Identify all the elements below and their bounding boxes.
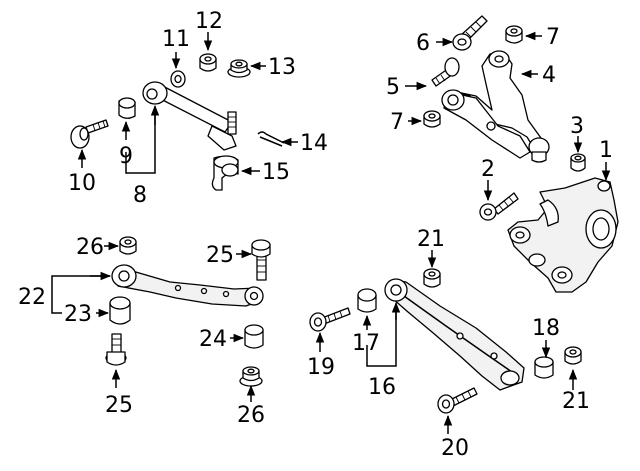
bushing-24-part — [244, 324, 264, 349]
bolt-5-part — [431, 57, 460, 87]
bushing-23-part — [109, 296, 131, 325]
callout-10: 10 — [68, 171, 96, 196]
callout-8: 8 — [133, 183, 147, 208]
callout-19: 19 — [307, 355, 335, 380]
callout-26-lower: 26 — [237, 403, 265, 428]
knuckle-part — [507, 177, 619, 293]
callout-11: 11 — [162, 27, 190, 52]
callout-2: 2 — [481, 157, 495, 182]
lateral-link-part — [142, 81, 237, 151]
nut-21a-part — [423, 268, 441, 288]
bolt-25a-part — [105, 333, 127, 366]
washer-11-part — [170, 70, 186, 88]
callout-3: 3 — [570, 114, 584, 139]
bushing-18-part — [534, 356, 554, 379]
callout-21-left: 21 — [417, 227, 445, 252]
callout-20: 20 — [441, 436, 469, 461]
clip-15-part — [211, 155, 239, 191]
lower-control-arm-part — [384, 278, 525, 391]
upper-control-arm-part — [441, 50, 550, 163]
callout-16: 16 — [368, 375, 396, 400]
callout-1: 1 — [599, 138, 613, 163]
callout-21-right: 21 — [562, 389, 590, 414]
nut-26a-part — [119, 236, 137, 255]
callout-4: 4 — [542, 63, 556, 88]
bushing-9-part — [118, 97, 136, 119]
nut-26b-part — [239, 366, 263, 387]
cotter-pin-14-part — [257, 131, 285, 147]
nut-12-part — [199, 53, 217, 72]
nut-7a-part — [505, 25, 523, 44]
bolt-6-part — [452, 15, 488, 51]
callout-23: 23 — [64, 302, 92, 327]
callout-15: 15 — [262, 160, 290, 185]
bolt-25b-part — [251, 239, 271, 281]
bushing-3-part — [570, 153, 586, 172]
bolt-2-part — [479, 192, 519, 221]
lower-link-22-part — [111, 264, 264, 307]
callout-14: 14 — [300, 131, 328, 156]
callout-13: 13 — [268, 55, 296, 80]
callout-6: 6 — [416, 31, 430, 56]
callout-25-lower: 25 — [105, 393, 133, 418]
callout-26-upper: 26 — [76, 235, 104, 260]
callout-18: 18 — [532, 316, 560, 341]
bolt-10-part — [70, 119, 109, 149]
callout-17: 17 — [352, 331, 380, 356]
bolt-19-part — [309, 307, 351, 332]
callout-12: 12 — [195, 9, 223, 34]
callout-24: 24 — [199, 327, 227, 352]
callout-7-top: 7 — [546, 25, 560, 50]
callout-9: 9 — [119, 144, 133, 169]
callout-5: 5 — [386, 75, 400, 100]
nut-7b-part — [423, 110, 441, 128]
callout-numbers: 1 2 3 4 5 6 7 7 8 9 10 11 12 13 14 15 16… — [18, 9, 613, 461]
flange-nut-13-part — [227, 59, 251, 78]
callout-22: 22 — [18, 285, 46, 310]
bushing-17-part — [357, 288, 377, 313]
callout-25-upper: 25 — [206, 243, 234, 268]
bolt-20-part — [437, 387, 478, 414]
nut-21b-part — [564, 346, 582, 365]
leader-lines — [51, 31, 611, 434]
callout-7-left: 7 — [390, 110, 404, 135]
